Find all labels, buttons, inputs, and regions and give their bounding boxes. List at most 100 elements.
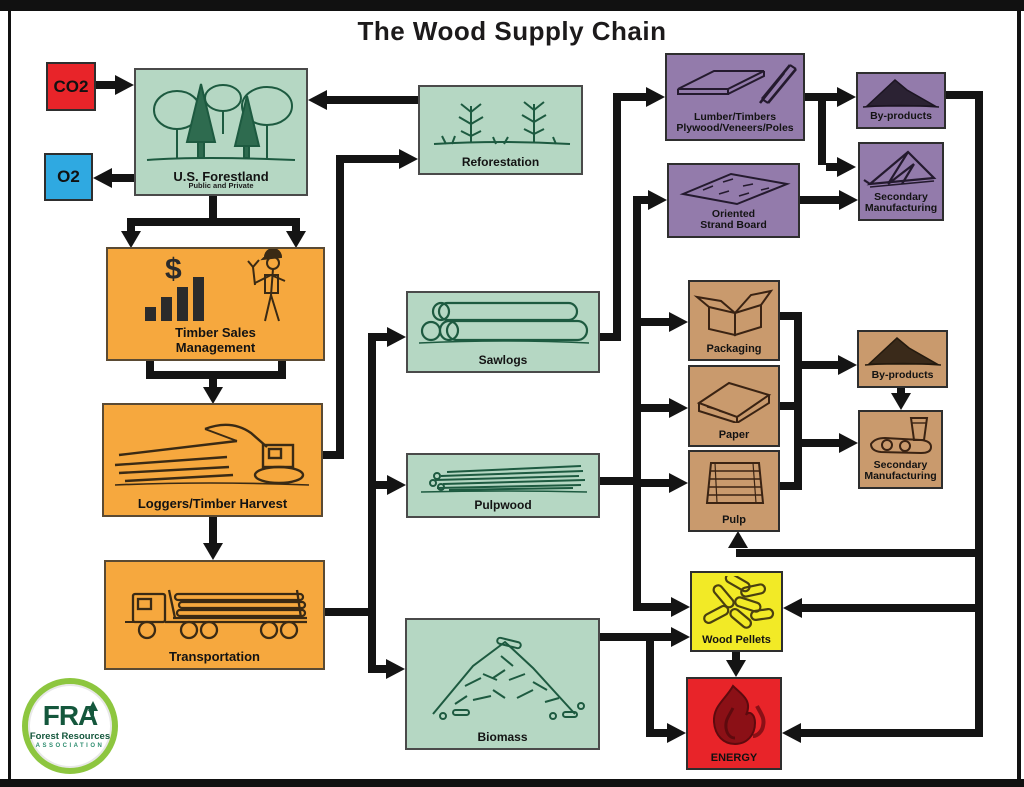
edge-trunk-pulpwood	[376, 481, 388, 489]
edge-fiber-trunk	[780, 402, 794, 410]
edge-sawlogs-lumber	[613, 93, 621, 341]
arrowhead	[669, 398, 688, 418]
node-label: CO2	[53, 76, 89, 96]
node-oriented-strand-board: Oriented Strand Board	[667, 163, 800, 238]
arrowhead	[837, 87, 856, 107]
arrowhead	[839, 433, 858, 453]
fra-acronym: FRA	[42, 700, 99, 732]
arrowhead	[286, 231, 306, 248]
edge-forestland-tsm	[127, 226, 135, 234]
edge-biomass-energy	[646, 633, 654, 737]
node-us-forestland: U.S. Forestland Public and Private	[134, 68, 308, 196]
node-o2: O2	[44, 153, 93, 201]
edge-pellets-energy	[732, 652, 740, 664]
wood-chips-icon	[407, 620, 598, 731]
node-label: By-products	[871, 369, 934, 382]
arrowhead	[783, 598, 802, 618]
edge-reforestation-forestland	[326, 96, 418, 104]
edge-loop-energy	[800, 729, 975, 737]
arrowhead	[399, 149, 418, 169]
edge-loggers-reforestation	[344, 155, 400, 163]
edge-trunk-biomass	[376, 665, 387, 673]
arrowhead	[93, 168, 112, 188]
edge-return-loop	[946, 91, 979, 99]
diagram-title: The Wood Supply Chain	[357, 16, 667, 46]
forest-icon	[136, 70, 306, 170]
arrowhead	[671, 597, 690, 617]
arrowhead	[667, 723, 686, 743]
edge-transportation-trunk	[368, 333, 376, 673]
arrowhead	[387, 327, 406, 347]
edge-fiber-trunk	[794, 312, 802, 490]
node-label: Wood Pellets	[702, 633, 771, 646]
node-energy: ENERGY	[686, 677, 782, 770]
edge-fiber-trunk	[780, 482, 794, 490]
edge-pulpwood-trunk	[600, 477, 633, 485]
edge-co2-forestland	[96, 81, 118, 89]
frame-bottom	[0, 779, 1024, 787]
node-secondary-manufacturing-fiber: Secondary Manufacturing	[858, 410, 943, 489]
edge-pulpwood-trunk	[633, 196, 641, 611]
fra-subname: ASSOCIATION	[35, 742, 105, 749]
sawdust-pile-icon	[859, 332, 946, 370]
osb-panel-icon	[669, 165, 798, 209]
edge-trunk-sawlogs	[376, 333, 388, 341]
edge-trunk-pulp	[641, 479, 670, 487]
edge-trunk-pellets	[641, 603, 672, 611]
arrowhead	[669, 473, 688, 493]
edge-forestland-tsm	[209, 196, 217, 222]
lumber-icon	[667, 55, 803, 112]
node-label: Packaging	[706, 342, 762, 355]
arrowhead	[669, 312, 688, 332]
node-label: Loggers/Timber Harvest	[137, 495, 288, 511]
roof-truss-icon	[860, 144, 942, 192]
wood-pellets-icon	[692, 573, 781, 634]
arrowhead	[891, 393, 911, 410]
pulp-bale-icon	[690, 452, 778, 514]
node-label: Pulpwood	[474, 497, 532, 512]
log-loader-icon	[104, 405, 321, 497]
arrowhead	[782, 723, 801, 743]
node-label: Pulp	[722, 513, 746, 526]
cardboard-box-icon	[690, 282, 778, 343]
flame-icon	[688, 679, 780, 752]
node-label: Reforestation	[461, 154, 540, 169]
node-label: Secondary Manufacturing	[864, 190, 938, 215]
arrowhead	[121, 231, 141, 248]
node-label: Oriented Strand Board	[700, 207, 767, 232]
node-co2: CO2	[46, 62, 96, 111]
sawlogs-icon	[408, 293, 598, 354]
arrowhead	[203, 387, 223, 404]
edge-biomass-energy	[654, 729, 668, 737]
node-label: By-products	[870, 110, 932, 123]
arrowhead	[728, 531, 748, 548]
edge-return-loop	[975, 91, 983, 737]
node-packaging: Packaging	[688, 280, 780, 361]
sawdust-pile-icon	[858, 74, 944, 111]
node-label: Transportation	[168, 648, 260, 664]
node-label: Secondary Manufacturing	[864, 458, 937, 483]
node-pulpwood: Pulpwood	[406, 453, 600, 518]
arrowhead	[308, 90, 327, 110]
paper-ream-icon	[690, 367, 778, 429]
timber-sales-illustration: $	[108, 249, 323, 326]
edge-loggers-reforestation	[322, 451, 340, 459]
edge-loop-pulp	[736, 549, 975, 557]
fra-logo: FRA Forest Resources ASSOCIATION	[22, 678, 118, 774]
node-secondary-manufacturing-wood: Secondary Manufacturing	[858, 142, 944, 221]
node-label: Sawlogs	[478, 352, 528, 367]
node-loggers-timber-harvest: Loggers/Timber Harvest	[102, 403, 323, 517]
node-pulp: Pulp	[688, 450, 780, 532]
log-truck-icon	[106, 562, 323, 650]
node-byproducts-fiber: By-products	[857, 330, 948, 388]
svg-text:$: $	[165, 253, 182, 286]
edge-tsm-loggers	[146, 371, 286, 379]
forester-icon	[247, 249, 286, 321]
node-label: Lumber/Timbers Plywood/Veneers/Poles	[676, 110, 794, 135]
edge-fiber-trunk	[780, 312, 802, 320]
dollar-chart-icon: $	[145, 253, 204, 321]
edge-sawlogs-lumber	[600, 333, 617, 341]
arrowhead	[726, 660, 746, 677]
arrowhead	[838, 355, 857, 375]
edge-tsm-loggers	[209, 379, 217, 389]
